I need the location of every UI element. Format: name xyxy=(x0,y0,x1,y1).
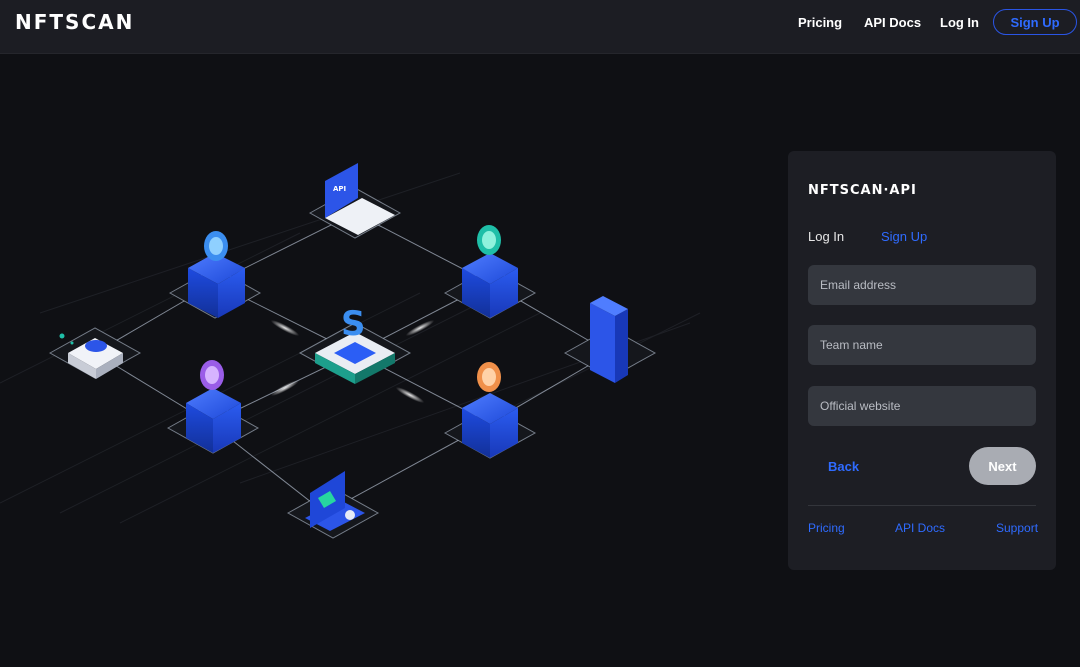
footer-api-docs-link[interactable]: API Docs xyxy=(895,521,946,535)
email-field[interactable] xyxy=(808,265,1036,305)
dashboard-icon xyxy=(305,471,365,531)
cloud-icon xyxy=(59,333,123,379)
api-label: API xyxy=(333,185,346,193)
signup-button[interactable]: Sign Up xyxy=(993,9,1077,35)
top-navigation-bar: NFTSCAN Pricing API Docs Log In Sign Up xyxy=(0,0,1080,54)
nav-pricing-link[interactable]: Pricing xyxy=(798,15,843,30)
team-name-field[interactable] xyxy=(808,325,1036,365)
footer-pricing-link[interactable]: Pricing xyxy=(808,521,845,535)
tab-login[interactable]: Log In xyxy=(808,229,845,244)
nav-login-link[interactable]: Log In xyxy=(940,15,979,30)
panel-divider xyxy=(808,505,1036,506)
laptop-api-icon: API xyxy=(325,163,395,235)
svg-text:S: S xyxy=(341,304,366,344)
network-diagram: API xyxy=(0,163,701,539)
coin-cube-bottom-left xyxy=(186,360,241,453)
back-button[interactable]: Back xyxy=(828,459,860,474)
nftscan-logo[interactable]: NFTSCAN xyxy=(15,10,135,34)
signup-panel: NFTSCAN·API Log In Sign Up Back Next Pri… xyxy=(788,151,1056,570)
hero-illustration: API xyxy=(0,53,780,613)
coin-cube-bottom-right xyxy=(462,362,518,458)
light-streaks xyxy=(270,320,435,403)
coin-cube-top-right xyxy=(462,225,518,318)
footer-support-link[interactable]: Support xyxy=(996,521,1039,535)
tab-signup[interactable]: Sign Up xyxy=(881,229,928,244)
next-button[interactable]: Next xyxy=(969,447,1036,485)
document-icon xyxy=(590,296,628,383)
official-website-field[interactable] xyxy=(808,386,1036,426)
chip-icon: S xyxy=(315,304,395,384)
nftscan-api-logo: NFTSCAN·API xyxy=(808,183,917,198)
coin-cube-top-left xyxy=(188,231,245,318)
nav-api-docs-link[interactable]: API Docs xyxy=(864,15,922,30)
